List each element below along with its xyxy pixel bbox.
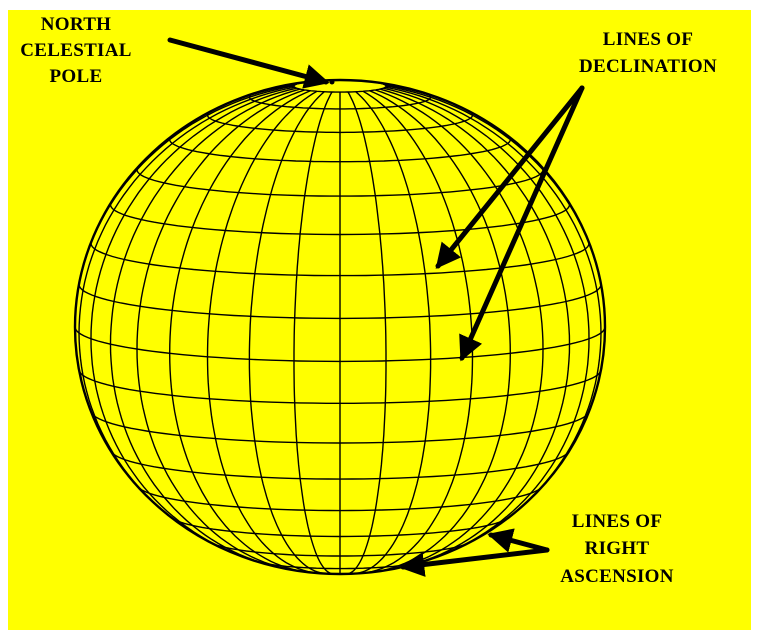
pole-label-line-3: POLE: [50, 66, 103, 87]
declination-arrow-upper: [438, 88, 582, 266]
right-ascension-line: [79, 87, 295, 533]
right-ascension-line: [208, 91, 322, 573]
right-ascension-line: [385, 87, 601, 533]
ascension-arrow-upper: [491, 535, 547, 550]
lines-of-declination-label: LINES OF DECLINATION: [579, 29, 717, 77]
right-ascension-line: [294, 92, 334, 574]
pole-arrow: [170, 40, 326, 82]
lines-of-right-ascension-label: LINES OF RIGHT ASCENSION: [560, 511, 674, 587]
right-ascension-line: [170, 91, 311, 573]
declination-arrow-lower: [462, 88, 582, 358]
right-ascension-line: [358, 91, 472, 573]
ascension-label-line-2: RIGHT: [585, 538, 650, 559]
north-celestial-pole-label: NORTH CELESTIAL POLE: [20, 14, 131, 87]
pole-label-line-1: NORTH: [41, 14, 112, 35]
north-celestial-pole-point: [330, 80, 335, 85]
ascension-label-line-3: ASCENSION: [560, 566, 674, 587]
right-ascension-line: [370, 91, 511, 573]
declination-label-line-2: DECLINATION: [579, 56, 717, 77]
declination-label-line-1: LINES OF: [603, 29, 694, 50]
right-ascension-line: [137, 90, 305, 571]
right-ascension-line: [375, 90, 543, 571]
right-ascension-line: [346, 92, 386, 574]
right-ascension-line: [249, 92, 327, 574]
right-ascension-line: [353, 92, 431, 574]
pole-label-line-2: CELESTIAL: [20, 40, 131, 61]
ascension-label-line-1: LINES OF: [572, 511, 663, 532]
